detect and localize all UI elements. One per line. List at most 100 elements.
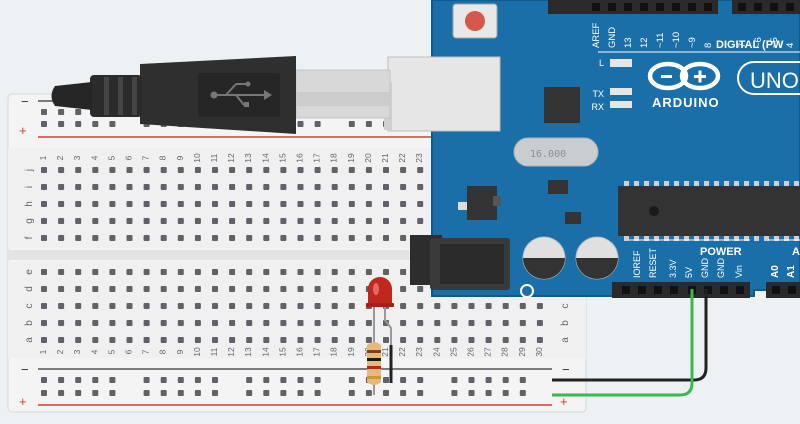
- terminal-hole[interactable]: [177, 218, 184, 224]
- terminal-hole[interactable]: [92, 235, 99, 241]
- rail-hole[interactable]: [297, 377, 304, 383]
- digital-pin-socket[interactable]: [592, 3, 600, 11]
- terminal-hole[interactable]: [126, 269, 133, 275]
- rail-hole[interactable]: [109, 377, 116, 383]
- terminal-hole[interactable]: [58, 235, 65, 241]
- terminal-hole[interactable]: [400, 337, 407, 343]
- terminal-hole[interactable]: [143, 201, 150, 207]
- rail-hole[interactable]: [58, 121, 65, 127]
- terminal-hole[interactable]: [194, 269, 201, 275]
- terminal-hole[interactable]: [109, 337, 116, 343]
- terminal-hole[interactable]: [400, 218, 407, 224]
- terminal-hole[interactable]: [109, 286, 116, 292]
- terminal-hole[interactable]: [314, 337, 321, 343]
- rail-hole[interactable]: [468, 390, 475, 396]
- terminal-hole[interactable]: [75, 235, 82, 241]
- terminal-hole[interactable]: [263, 184, 270, 190]
- terminal-hole[interactable]: [92, 286, 99, 292]
- terminal-hole[interactable]: [109, 235, 116, 241]
- terminal-hole[interactable]: [177, 303, 184, 309]
- rail-hole[interactable]: [58, 390, 65, 396]
- terminal-hole[interactable]: [75, 337, 82, 343]
- terminal-hole[interactable]: [109, 201, 116, 207]
- terminal-hole[interactable]: [263, 337, 270, 343]
- terminal-hole[interactable]: [383, 184, 389, 190]
- terminal-hole[interactable]: [536, 337, 543, 343]
- rail-hole[interactable]: [365, 390, 372, 396]
- terminal-hole[interactable]: [194, 201, 201, 207]
- terminal-hole[interactable]: [194, 235, 201, 241]
- power-pin-socket[interactable]: [720, 286, 728, 294]
- digital-pin-socket[interactable]: [640, 3, 648, 11]
- terminal-hole[interactable]: [502, 337, 509, 343]
- terminal-hole[interactable]: [246, 286, 253, 292]
- terminal-hole[interactable]: [212, 167, 218, 173]
- terminal-hole[interactable]: [41, 235, 47, 241]
- digital-pin-socket[interactable]: [704, 3, 712, 11]
- terminal-hole[interactable]: [348, 320, 355, 326]
- terminal-hole[interactable]: [365, 337, 372, 343]
- terminal-hole[interactable]: [194, 303, 201, 309]
- terminal-hole[interactable]: [348, 337, 355, 343]
- digital-pin-header[interactable]: [548, 0, 800, 14]
- terminal-hole[interactable]: [297, 286, 304, 292]
- terminal-hole[interactable]: [126, 303, 133, 309]
- terminal-hole[interactable]: [126, 218, 133, 224]
- terminal-hole[interactable]: [331, 303, 338, 309]
- terminal-hole[interactable]: [400, 269, 407, 275]
- rail-hole[interactable]: [502, 377, 509, 383]
- terminal-hole[interactable]: [383, 337, 389, 343]
- terminal-hole[interactable]: [348, 218, 355, 224]
- terminal-hole[interactable]: [348, 167, 355, 173]
- terminal-hole[interactable]: [160, 337, 167, 343]
- terminal-hole[interactable]: [400, 286, 407, 292]
- terminal-hole[interactable]: [212, 303, 218, 309]
- rail-hole[interactable]: [75, 377, 82, 383]
- terminal-hole[interactable]: [297, 167, 304, 173]
- terminal-hole[interactable]: [365, 167, 372, 173]
- terminal-hole[interactable]: [143, 337, 150, 343]
- terminal-hole[interactable]: [314, 201, 321, 207]
- terminal-hole[interactable]: [126, 184, 133, 190]
- terminal-hole[interactable]: [160, 303, 167, 309]
- terminal-hole[interactable]: [143, 235, 150, 241]
- rail-hole[interactable]: [75, 390, 82, 396]
- rail-hole[interactable]: [160, 377, 167, 383]
- terminal-hole[interactable]: [365, 235, 372, 241]
- terminal-hole[interactable]: [92, 320, 99, 326]
- dc-power-jack[interactable]: [410, 235, 510, 290]
- rail-hole[interactable]: [160, 390, 167, 396]
- rail-hole[interactable]: [246, 377, 253, 383]
- terminal-hole[interactable]: [400, 320, 407, 326]
- rail-hole[interactable]: [263, 377, 270, 383]
- terminal-hole[interactable]: [41, 320, 47, 326]
- terminal-hole[interactable]: [75, 286, 82, 292]
- wire-gnd-black[interactable]: [552, 289, 708, 382]
- terminal-hole[interactable]: [280, 320, 287, 326]
- terminal-hole[interactable]: [92, 167, 99, 173]
- terminal-hole[interactable]: [246, 201, 253, 207]
- terminal-hole[interactable]: [92, 218, 99, 224]
- terminal-hole[interactable]: [229, 337, 236, 343]
- terminal-hole[interactable]: [246, 337, 253, 343]
- terminal-hole[interactable]: [229, 235, 236, 241]
- terminal-hole[interactable]: [143, 167, 150, 173]
- terminal-hole[interactable]: [468, 337, 475, 343]
- terminal-hole[interactable]: [75, 184, 82, 190]
- terminal-hole[interactable]: [331, 269, 338, 275]
- terminal-hole[interactable]: [160, 184, 167, 190]
- rail-hole[interactable]: [177, 377, 184, 383]
- rail-hole[interactable]: [177, 390, 184, 396]
- terminal-hole[interactable]: [194, 218, 201, 224]
- terminal-hole[interactable]: [400, 184, 407, 190]
- rail-hole[interactable]: [109, 121, 116, 127]
- digital-pin-socket[interactable]: [770, 3, 778, 11]
- rail-hole[interactable]: [75, 109, 82, 115]
- rail-hole[interactable]: [41, 390, 47, 396]
- terminal-hole[interactable]: [434, 320, 441, 326]
- terminal-hole[interactable]: [451, 303, 458, 309]
- terminal-hole[interactable]: [143, 303, 150, 309]
- terminal-hole[interactable]: [485, 337, 492, 343]
- terminal-hole[interactable]: [160, 167, 167, 173]
- terminal-hole[interactable]: [212, 218, 218, 224]
